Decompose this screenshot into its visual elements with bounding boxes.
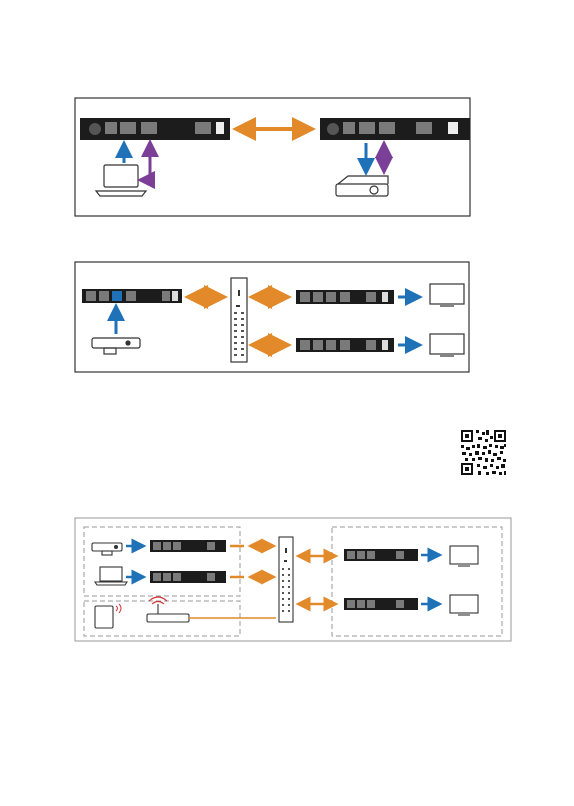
- transmitter-device: [82, 289, 182, 303]
- qr-code-icon: [461, 430, 506, 475]
- display-icon: [450, 595, 478, 615]
- source-group: [84, 527, 240, 596]
- receiver-device: [296, 290, 394, 304]
- diagram-many-to-many: [75, 518, 511, 641]
- media-player-icon: [92, 543, 122, 555]
- display-icon: [430, 334, 464, 356]
- network-switch-icon: [279, 537, 293, 622]
- receiver-device: [344, 549, 418, 561]
- laptop-icon: [96, 165, 146, 196]
- diagram-point-to-point: [75, 98, 470, 216]
- receiver-device: [320, 118, 470, 140]
- projector-icon: [336, 176, 388, 196]
- display-icon: [450, 546, 478, 566]
- usb-link: [140, 142, 150, 180]
- wifi-signal-icon: [116, 604, 121, 613]
- receiver-device: [344, 598, 418, 610]
- diagram-one-to-many: [75, 262, 469, 372]
- laptop-icon: [95, 567, 127, 585]
- display-group: [332, 527, 502, 636]
- display-icon: [430, 284, 464, 306]
- transmitter-device: [150, 571, 226, 583]
- media-player-icon: [92, 338, 140, 354]
- network-switch-icon: [231, 278, 247, 362]
- tablet-icon: [95, 606, 113, 628]
- diagram-frame: [75, 262, 469, 372]
- transmitter-device: [150, 540, 226, 552]
- diagram-frame: [75, 98, 470, 216]
- transmitter-device: [80, 118, 230, 140]
- receiver-device: [296, 338, 394, 352]
